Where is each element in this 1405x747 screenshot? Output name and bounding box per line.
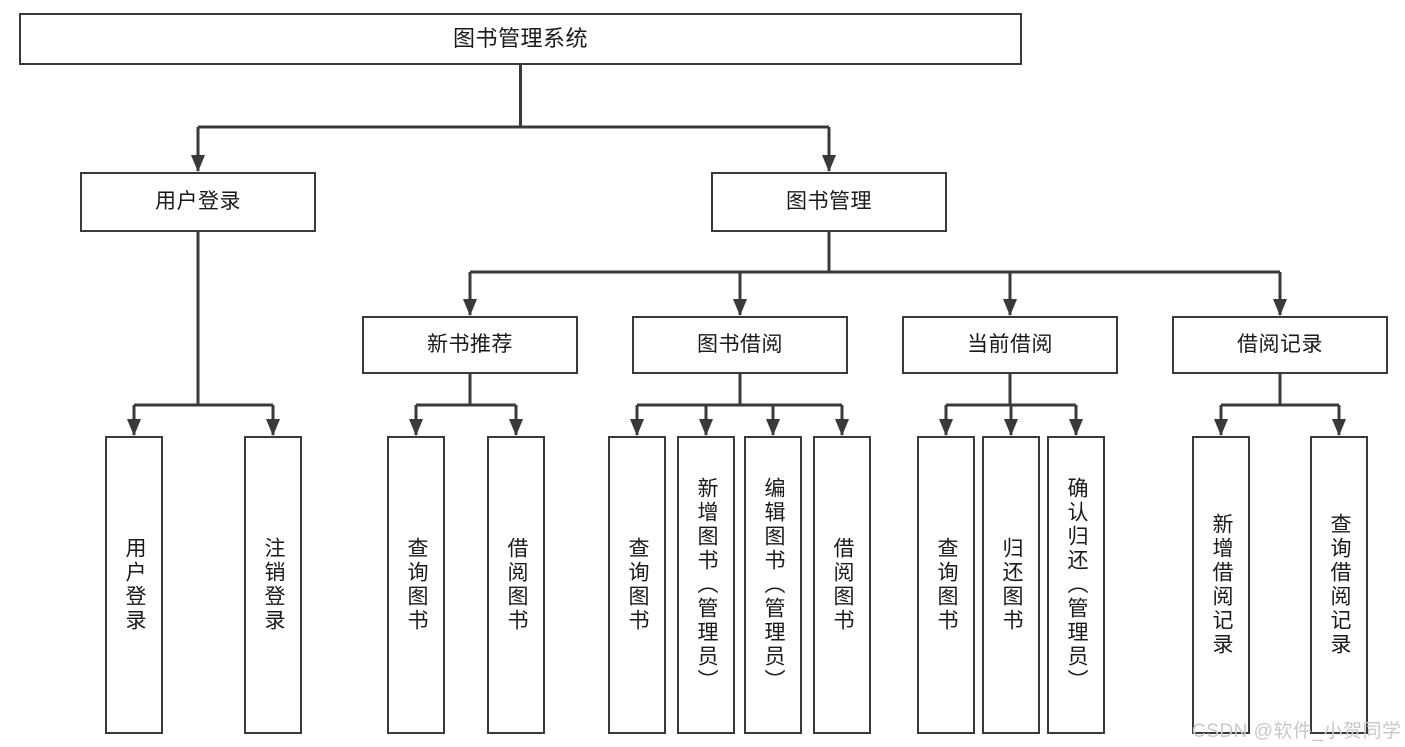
arrow-head-icon: [822, 155, 836, 172]
arrow-head-icon: [766, 419, 780, 436]
arrow-head-icon: [1214, 419, 1228, 436]
arrow-head-icon: [1004, 419, 1018, 436]
arrow-head-icon: [1332, 419, 1346, 436]
node-label-records: 借阅记录: [1237, 332, 1323, 356]
node-label-borrow-2: 新增图书（管理员）: [695, 477, 719, 693]
arrow-head-icon: [630, 419, 644, 436]
node-label-borrow-4: 借阅图书: [831, 537, 855, 633]
node-borrow-3[interactable]: 编辑图书（管理员）: [744, 436, 802, 734]
node-label-login-1: 用户登录: [123, 537, 147, 633]
arrow-head-icon: [191, 155, 205, 172]
node-label-newbook-1: 查询图书: [405, 537, 429, 633]
node-newbook-1[interactable]: 查询图书: [387, 436, 445, 734]
node-label-newbook-2: 借阅图书: [505, 537, 529, 633]
node-label-current-3: 确认归还（管理员）: [1065, 477, 1089, 693]
node-login[interactable]: 用户登录: [80, 172, 316, 232]
node-records[interactable]: 借阅记录: [1172, 316, 1388, 374]
node-newbook[interactable]: 新书推荐: [362, 316, 578, 374]
node-bookmgmt[interactable]: 图书管理: [711, 172, 947, 232]
arrow-head-icon: [1069, 419, 1083, 436]
node-label-current: 当前借阅: [967, 332, 1053, 356]
arrow-head-icon: [1003, 299, 1017, 316]
node-label-borrow-1: 查询图书: [626, 537, 650, 633]
node-label-borrow-3: 编辑图书（管理员）: [762, 477, 786, 693]
node-borrow-2[interactable]: 新增图书（管理员）: [677, 436, 735, 734]
node-newbook-2[interactable]: 借阅图书: [487, 436, 545, 734]
node-borrow-1[interactable]: 查询图书: [608, 436, 666, 734]
arrow-head-icon: [939, 419, 953, 436]
node-label-bookmgmt: 图书管理: [786, 189, 872, 213]
node-borrow[interactable]: 图书借阅: [632, 316, 848, 374]
arrow-head-icon: [1273, 299, 1287, 316]
node-current[interactable]: 当前借阅: [902, 316, 1118, 374]
node-label-login: 用户登录: [155, 189, 241, 213]
arrow-head-icon: [835, 419, 849, 436]
node-current-3[interactable]: 确认归还（管理员）: [1047, 436, 1105, 734]
node-label-borrow: 图书借阅: [697, 332, 783, 356]
node-login-2[interactable]: 注销登录: [244, 436, 302, 734]
arrow-head-icon: [409, 419, 423, 436]
node-label-login-2: 注销登录: [262, 537, 286, 633]
node-label-records-2: 查询借阅记录: [1328, 513, 1352, 657]
node-label-current-1: 查询图书: [935, 537, 959, 633]
node-current-1[interactable]: 查询图书: [917, 436, 975, 734]
node-label-newbook: 新书推荐: [427, 332, 513, 356]
arrow-head-icon: [699, 419, 713, 436]
node-records-1[interactable]: 新增借阅记录: [1192, 436, 1250, 734]
node-login-1[interactable]: 用户登录: [105, 436, 163, 734]
node-current-2[interactable]: 归还图书: [982, 436, 1040, 734]
arrow-head-icon: [509, 419, 523, 436]
node-root[interactable]: 图书管理系统: [19, 13, 1022, 65]
node-records-2[interactable]: 查询借阅记录: [1310, 436, 1368, 734]
arrow-head-icon: [463, 299, 477, 316]
node-label-current-2: 归还图书: [1000, 537, 1024, 633]
arrow-head-icon: [733, 299, 747, 316]
node-label-records-1: 新增借阅记录: [1210, 513, 1234, 657]
arrow-head-icon: [266, 419, 280, 436]
arrow-head-icon: [127, 419, 141, 436]
node-borrow-4[interactable]: 借阅图书: [813, 436, 871, 734]
node-label-root: 图书管理系统: [452, 26, 588, 52]
